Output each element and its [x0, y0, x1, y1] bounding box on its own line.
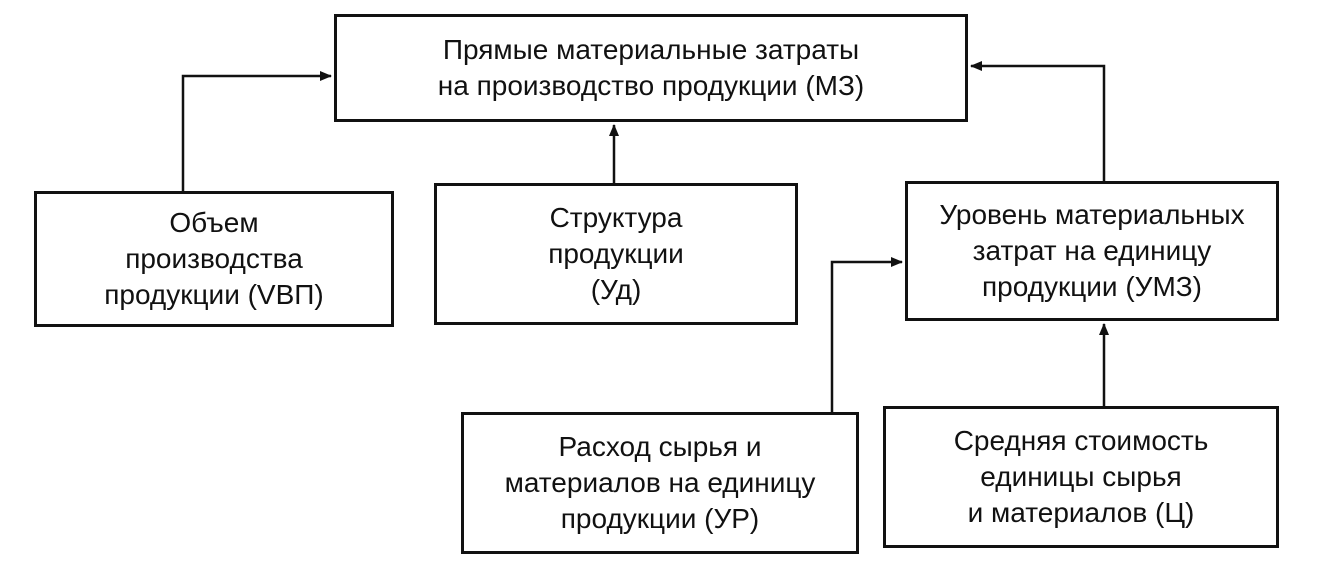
node-label-line: и материалов (Ц) [967, 497, 1195, 528]
node-label-line: продукции [548, 238, 684, 269]
node-product-structure: Структура продукции (Уд) [434, 183, 798, 325]
node-label-line: продукции (УР) [560, 503, 760, 534]
node-unit-material-cost-level: Уровень материальных затрат на единицу п… [905, 181, 1279, 321]
node-label-line: на производство продукции (МЗ) [437, 70, 865, 101]
node-label-line: единицы сырья [980, 461, 1182, 492]
node-average-material-unit-cost: Средняя стоимость единицы сырья и матери… [883, 406, 1279, 548]
node-production-volume: Объем производства продукции (VВП) [34, 191, 394, 327]
node-label-line: Структура [549, 202, 683, 233]
node-label-line: материалов на единицу [504, 467, 816, 498]
node-label-line: производства [125, 243, 303, 274]
arrow-vvp-to-mz [181, 71, 332, 191]
node-material-consumption-per-unit: Расход сырья и материалов на единицу про… [461, 412, 859, 554]
node-label-line: (Уд) [590, 274, 642, 305]
node-label-line: Расход сырья и [558, 431, 762, 462]
node-direct-material-costs: Прямые материальные затраты на производс… [334, 14, 968, 122]
arrow-umz-to-mz [970, 61, 1106, 181]
node-label-line: продукции (УМЗ) [981, 271, 1203, 302]
node-label-line: продукции (VВП) [104, 279, 324, 310]
node-label-line: Прямые материальные затраты [442, 34, 860, 65]
node-label-line: Объем [169, 207, 259, 238]
arrow-ur-to-umz [830, 257, 903, 412]
node-label-line: затрат на единицу [972, 235, 1212, 266]
node-label-line: Средняя стоимость [953, 425, 1209, 456]
node-label-line: Уровень материальных [939, 199, 1245, 230]
